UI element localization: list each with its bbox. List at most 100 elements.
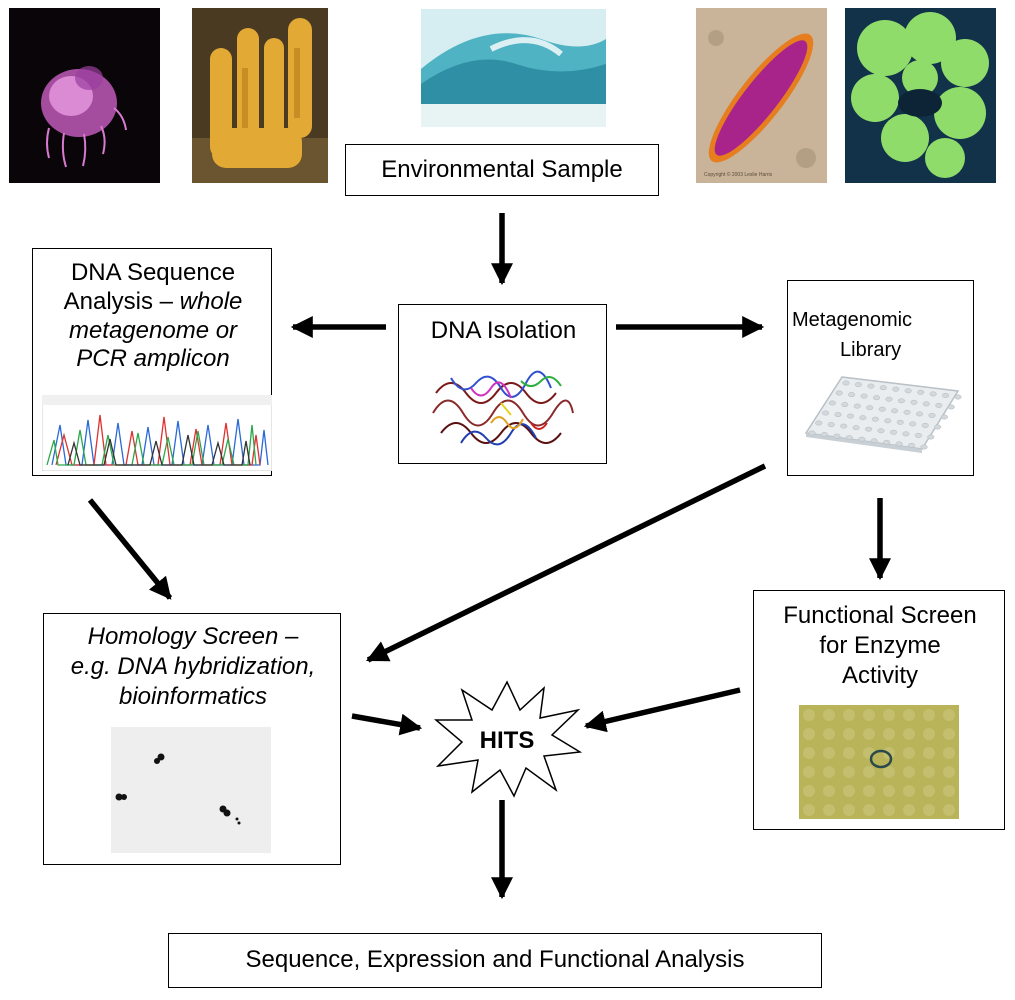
plate-well	[879, 385, 887, 391]
colony-spot	[883, 804, 895, 816]
plate-well	[866, 405, 874, 411]
plate-well	[883, 439, 891, 445]
colony-spot	[823, 747, 835, 759]
plate-well	[902, 431, 910, 437]
colony-spot	[803, 747, 815, 759]
plate-well	[910, 399, 918, 405]
plate-well	[914, 432, 922, 438]
plate-well	[808, 430, 816, 436]
jellyfish-photo	[9, 8, 160, 183]
colony-spot	[903, 804, 915, 816]
colony-spot	[803, 804, 815, 816]
plate-well	[828, 400, 836, 406]
colony-spot	[863, 728, 875, 740]
plate-well	[895, 441, 903, 447]
hits-burst: HITS	[433, 680, 582, 798]
plate-well	[846, 413, 855, 419]
plate-well	[848, 392, 856, 398]
plate-well	[934, 424, 942, 430]
hits-label: HITS	[480, 727, 535, 754]
plate-well	[858, 436, 866, 442]
plate-well	[841, 402, 849, 408]
homology-screen-line2: e.g. DNA hybridization,	[70, 653, 316, 680]
plate-well	[935, 402, 943, 408]
colony-spot	[883, 785, 895, 797]
svg-text:Copyright © 2003 Leslie Harris: Copyright © 2003 Leslie Harris	[704, 171, 773, 178]
plate-well	[845, 435, 853, 441]
homology-screen-box: Homology Screen – e.g. DNA hybridization…	[43, 613, 341, 865]
plate-well	[915, 411, 924, 417]
plate-well	[865, 426, 873, 432]
flatworm-photo: Copyright © 2003 Leslie Harris	[696, 8, 827, 183]
colony-spot	[923, 728, 935, 740]
colony-spot	[943, 766, 955, 778]
colony-spot	[903, 709, 915, 721]
colony-spot	[863, 804, 875, 816]
plate-well	[896, 419, 904, 425]
dna-isolation-box: DNA Isolation	[398, 304, 607, 464]
colony-spot	[943, 747, 955, 759]
plate-well	[860, 393, 868, 399]
metagenomic-library-box: Metagenomic Library	[787, 280, 974, 476]
plate-well	[908, 442, 916, 448]
dna-sequence-analysis-box: DNA Sequence Analysis – whole metagenome…	[32, 248, 272, 476]
plate-well	[842, 380, 850, 386]
algae-photo	[845, 8, 996, 183]
final-analysis-label: Sequence, Expression and Functional Anal…	[245, 946, 745, 974]
colony-spot	[903, 728, 915, 740]
colony-spot	[803, 785, 815, 797]
colony-spot	[883, 728, 895, 740]
plate-well	[820, 432, 828, 438]
plate-well	[870, 438, 878, 444]
plate-well	[871, 416, 879, 422]
plate-well	[867, 383, 875, 389]
plate-well	[852, 425, 860, 431]
colony-spot	[843, 804, 855, 816]
colony-spot	[803, 709, 815, 721]
colony-spot	[843, 766, 855, 778]
colony-spot	[823, 804, 835, 816]
colony-spot	[923, 709, 935, 721]
plate-well	[834, 412, 842, 418]
arrow-functional-to-hits	[583, 687, 741, 733]
plate-well	[889, 429, 898, 435]
plate-well	[840, 423, 848, 429]
plate-well	[815, 420, 823, 426]
plate-well	[929, 391, 937, 397]
hybridization-membrane-image	[111, 727, 271, 853]
functional-screen-line1: Functional Screen	[783, 602, 977, 629]
colony-spot	[943, 785, 955, 797]
colony-spot	[883, 766, 895, 778]
dna-sequence-line3: metagenome or	[68, 316, 238, 344]
plate-well	[859, 415, 867, 421]
colony-spot	[863, 785, 875, 797]
functional-screen-line2: for Enzyme	[819, 632, 941, 659]
plate-well	[942, 392, 950, 398]
colony-spot	[903, 785, 915, 797]
dna-sequence-line2-italic: whole	[179, 287, 243, 315]
colony-spot	[823, 766, 835, 778]
arrow-sequence-to-homology	[87, 498, 173, 600]
colony-spot	[923, 766, 935, 778]
plate-well	[921, 422, 929, 428]
final-analysis-box: Sequence, Expression and Functional Anal…	[168, 933, 822, 988]
colony-spot	[903, 766, 915, 778]
environmental-sample-label: Environmental Sample	[381, 155, 623, 183]
plate-well	[833, 433, 841, 439]
plate-well	[897, 398, 905, 404]
well-plate-image	[804, 376, 962, 453]
colony-spot	[843, 747, 855, 759]
plate-well	[954, 394, 962, 400]
dna-sequence-line1: DNA Sequence	[70, 259, 236, 286]
plate-well	[904, 388, 912, 394]
plate-well	[835, 390, 843, 396]
colony-spot	[803, 728, 815, 740]
functional-screen-line3: Activity	[841, 662, 918, 689]
colony-spot	[943, 709, 955, 721]
plate-well	[922, 401, 930, 407]
ocean-wave-photo	[421, 9, 606, 127]
plate-well	[877, 428, 885, 434]
metagenomic-library-line1: Metagenomic	[792, 309, 913, 331]
functional-screen-box: Functional Screen for Enzyme Activity	[753, 590, 1005, 830]
